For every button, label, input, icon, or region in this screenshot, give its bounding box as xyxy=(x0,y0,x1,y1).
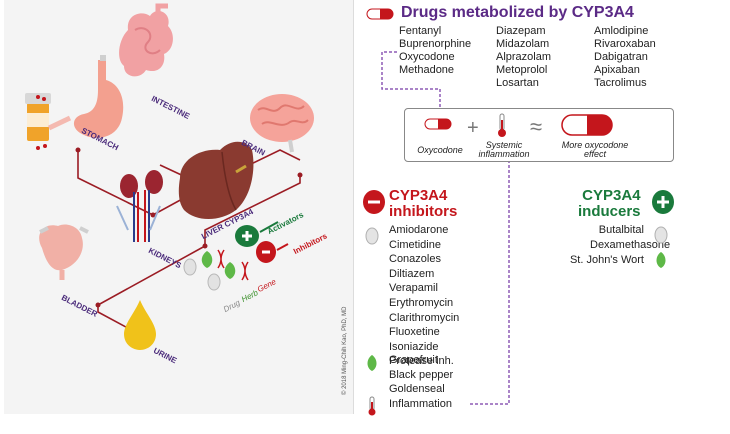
substrates-column-2: Diazepam Midazolam Alprazolam Metoprolol… xyxy=(496,25,551,90)
liver-icon xyxy=(178,141,254,219)
list-item: Erythromycin xyxy=(389,296,454,309)
list-item: Protease inh. xyxy=(389,355,454,368)
inducers-title: CYP3A4 inducers xyxy=(578,188,641,220)
inducer-pill-icon xyxy=(654,226,668,244)
substrate-item: Apixaban xyxy=(594,64,640,76)
list-item: Amiodarone xyxy=(389,224,449,236)
herb-leaf-icon xyxy=(367,355,377,371)
inhibitor-herb-list: Grapefruit Black pepper Goldenseal xyxy=(389,353,453,397)
substrate-item: Losartan xyxy=(496,77,539,89)
list-item: Isoniazide xyxy=(389,340,439,353)
list-item: Verapamil xyxy=(389,282,438,295)
kidneys-icon xyxy=(116,170,163,242)
substrate-item: Alprazolam xyxy=(496,51,552,63)
capsule-icon xyxy=(366,8,394,20)
inflammation-item: Inflammation xyxy=(389,398,452,410)
pill-bottle-icon xyxy=(25,93,72,150)
inducer-drug-list: Butalbital Dexamethasone xyxy=(590,223,671,252)
page-title: Drugs metabolized by CYP3A4 xyxy=(401,4,634,21)
substrate-item: Metoprolol xyxy=(496,64,548,76)
dna-icon xyxy=(217,249,249,281)
substrates-column-1: Fentanyl Buprenorphine Oxycodone Methado… xyxy=(399,25,471,77)
activator-icon xyxy=(235,225,259,247)
pathway-line xyxy=(77,149,301,216)
substrate-item: Midazolam xyxy=(496,38,550,50)
inflammation-label-2: inflammation xyxy=(478,149,530,159)
list-item: Cimetidine xyxy=(389,238,441,251)
substrate-item: Oxycodone xyxy=(399,51,455,63)
effect-label-1: More oxycodone xyxy=(561,140,629,150)
panel-divider xyxy=(353,0,354,414)
effect-label-2: effect xyxy=(583,149,606,159)
inflammation-label-1: Systemic xyxy=(485,140,523,150)
list-item: Fluoxetine xyxy=(389,326,440,339)
urine-drop-icon xyxy=(124,300,156,350)
oxycodone-label: Oxycodone xyxy=(417,145,463,155)
substrate-item: Dabigatran xyxy=(594,51,648,63)
list-item: Black pepper xyxy=(389,368,454,381)
inducer-herb-item: St. John's Wort xyxy=(569,254,644,266)
stomach-icon xyxy=(73,55,124,138)
substrate-item: Rivaroxaban xyxy=(594,38,656,50)
substrates-column-3: Amlodipine Rivaroxaban Dabigatran Apixab… xyxy=(594,25,656,90)
big-capsule-icon xyxy=(561,114,613,136)
list-item: Conazoles xyxy=(389,253,441,266)
brain-icon xyxy=(250,94,314,153)
list-item: Butalbital xyxy=(598,224,644,236)
inducer-herb-leaf-icon xyxy=(656,252,666,268)
thermometer-icon xyxy=(498,113,506,137)
inhibitor-icon xyxy=(256,241,276,263)
copyright: © 2018 Ming-Chih Kao, PhD, MD xyxy=(342,306,348,395)
list-item: Diltiazem xyxy=(389,267,435,280)
inducer-badge-icon xyxy=(652,190,674,214)
list-item: Clarithromycin xyxy=(389,311,460,324)
list-item: Grapefruit xyxy=(389,354,438,366)
substrate-item: Diazepam xyxy=(496,25,546,37)
substrate-item: Methadone xyxy=(399,64,455,76)
inhibitor-badge-icon xyxy=(363,190,385,214)
intestine-icon xyxy=(119,3,173,77)
inhibitor-drug-list: Amiodarone Cimetidine Conazoles Diltiaze… xyxy=(389,223,459,369)
inhibitors-title-line-1: CYP3A4 xyxy=(389,187,448,204)
substrate-item: Fentanyl xyxy=(399,25,442,37)
inhibitors-title: CYP3A4 inhibitors xyxy=(389,188,457,220)
plus-sign: + xyxy=(467,117,479,139)
pill-icon xyxy=(183,258,221,291)
substrate-item: Amlodipine xyxy=(594,25,649,37)
list-item: Goldenseal xyxy=(389,383,445,396)
organ-illustration xyxy=(25,3,314,350)
inducers-title-line-2: inducers xyxy=(578,203,641,220)
interaction-box xyxy=(404,108,674,162)
approx-sign: ≈ xyxy=(530,114,543,139)
inflammation-thermometer-icon xyxy=(368,396,376,416)
substrate-item: Buprenorphine xyxy=(399,38,472,50)
inducers-title-line-1: CYP3A4 xyxy=(582,187,641,204)
oxycodone-capsule-icon xyxy=(424,118,452,130)
drug-pill-icon xyxy=(365,227,379,245)
substrate-item: Tacrolimus xyxy=(594,77,647,89)
bladder-icon xyxy=(39,224,89,280)
inhibitors-title-line-2: inhibitors xyxy=(389,203,458,220)
list-item: Dexamethasone xyxy=(590,238,671,251)
herb-icon xyxy=(201,251,236,279)
